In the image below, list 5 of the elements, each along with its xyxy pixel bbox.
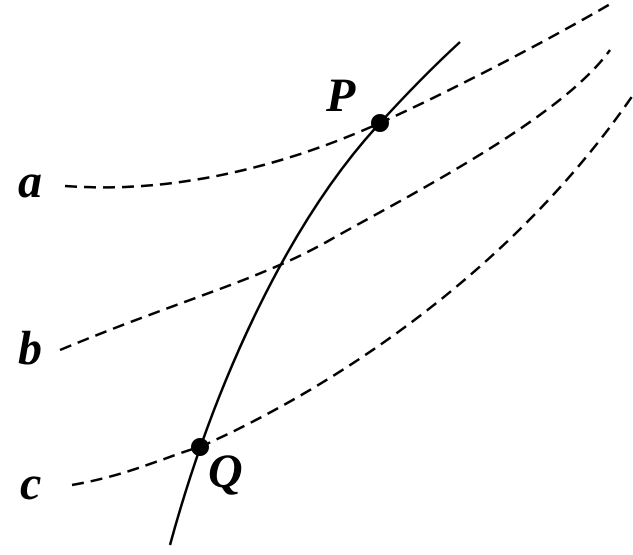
curve-label: Q	[208, 448, 243, 496]
curve-label: a	[18, 158, 42, 206]
curve-label: c	[20, 460, 42, 508]
curve-label: b	[18, 325, 42, 373]
curve-label: P	[326, 72, 356, 120]
